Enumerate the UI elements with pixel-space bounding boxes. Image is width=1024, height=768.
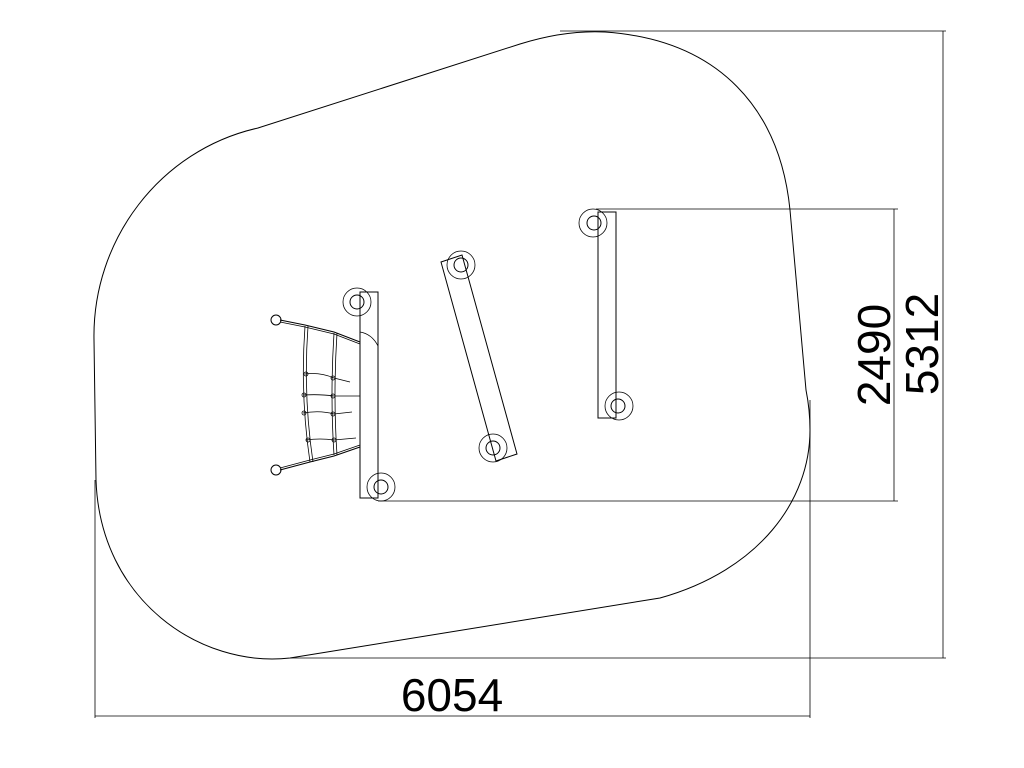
post-footing	[446, 250, 476, 280]
post	[453, 257, 469, 273]
left-balance-beam	[342, 287, 396, 502]
total-height-dimension: 5312	[290, 30, 948, 659]
post-footing	[578, 208, 608, 238]
right-balance-beam	[578, 208, 634, 421]
post-footing	[366, 472, 396, 502]
post-footing	[478, 433, 508, 463]
climbing-net	[270, 314, 361, 476]
post	[373, 479, 389, 495]
post-footing	[604, 391, 634, 421]
equipment-height-dimension-label: 2490	[848, 304, 900, 406]
net-anchor	[270, 314, 282, 326]
equipment-height-dimension: 2490	[378, 208, 900, 502]
post	[485, 440, 501, 456]
post-footing	[342, 287, 372, 317]
middle-balance-beam	[440, 250, 518, 463]
net-anchor	[270, 464, 282, 476]
width-dimension: 6054	[94, 400, 811, 721]
post	[610, 398, 626, 414]
width-dimension-label: 6054	[401, 669, 503, 721]
post	[586, 215, 602, 231]
safety-zone-outline	[93, 31, 811, 660]
post	[349, 294, 365, 310]
total-height-dimension-label: 5312	[896, 293, 948, 395]
